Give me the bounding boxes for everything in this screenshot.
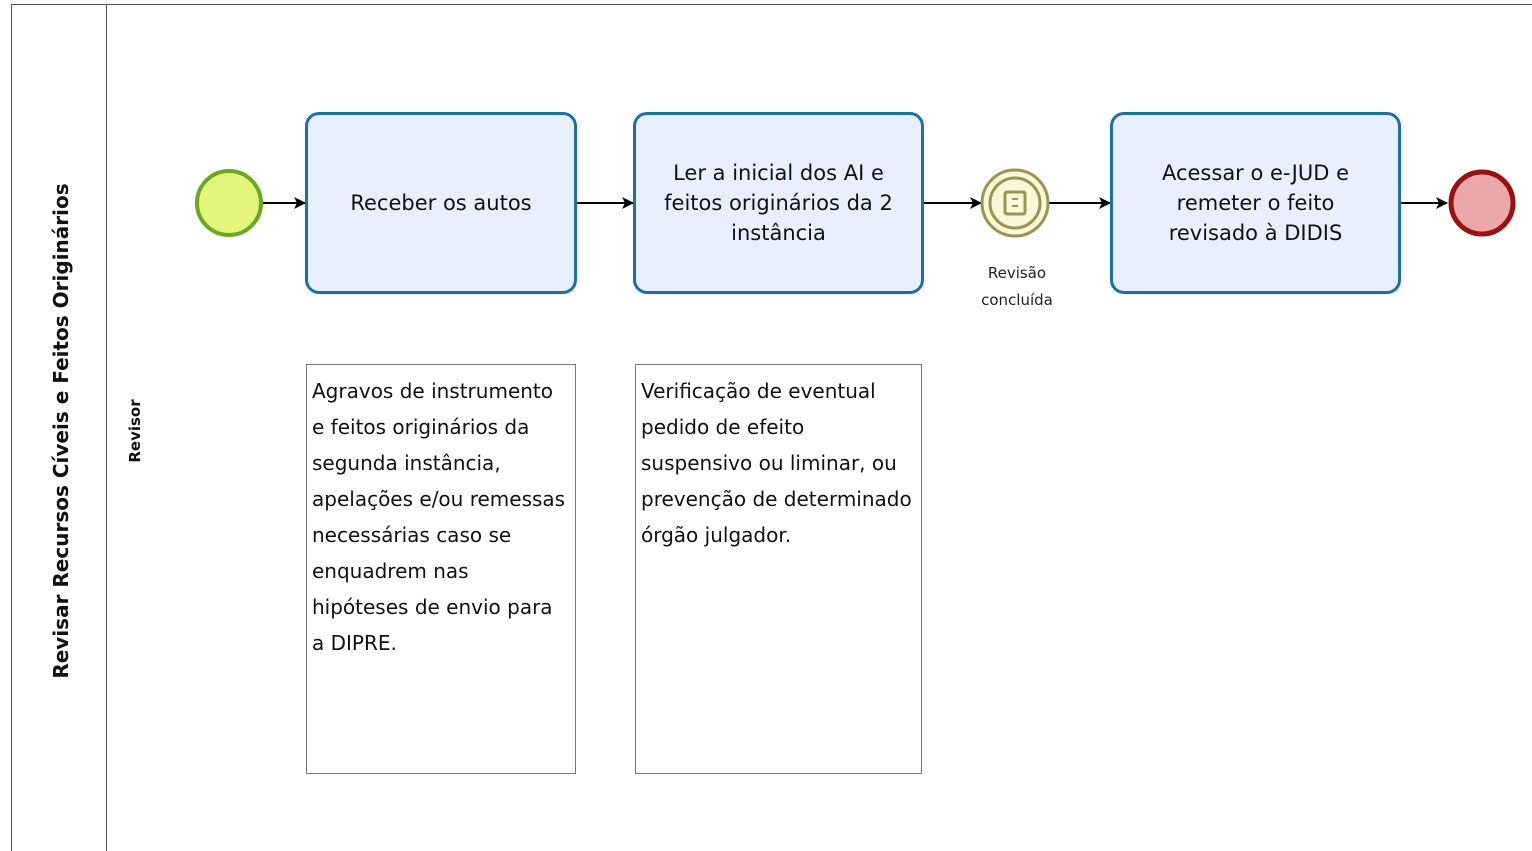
annotation-receive-records: Agravos de instrumento e feitos originár… bbox=[306, 364, 576, 774]
message-note-icon bbox=[1003, 190, 1027, 216]
intermediate-event-inner-ring bbox=[988, 176, 1042, 230]
task-receive-records[interactable]: Receber os autos bbox=[305, 112, 577, 294]
pool-divider-line bbox=[106, 4, 107, 851]
annotation-read-initial-documents: Verificação de eventual pedido de efeito… bbox=[635, 364, 922, 774]
intermediate-event-label: Revisão concluída bbox=[981, 264, 1053, 309]
task-access-ejud-and-send[interactable]: Acessar o e-JUD e remeter o feito revisa… bbox=[1110, 112, 1401, 294]
intermediate-event-revision-complete bbox=[980, 168, 1050, 238]
end-event bbox=[1448, 169, 1516, 237]
start-event bbox=[195, 169, 263, 237]
pool-border bbox=[11, 4, 1532, 851]
task-read-initial-documents[interactable]: Ler a inicial dos AI e feitos originário… bbox=[633, 112, 924, 294]
